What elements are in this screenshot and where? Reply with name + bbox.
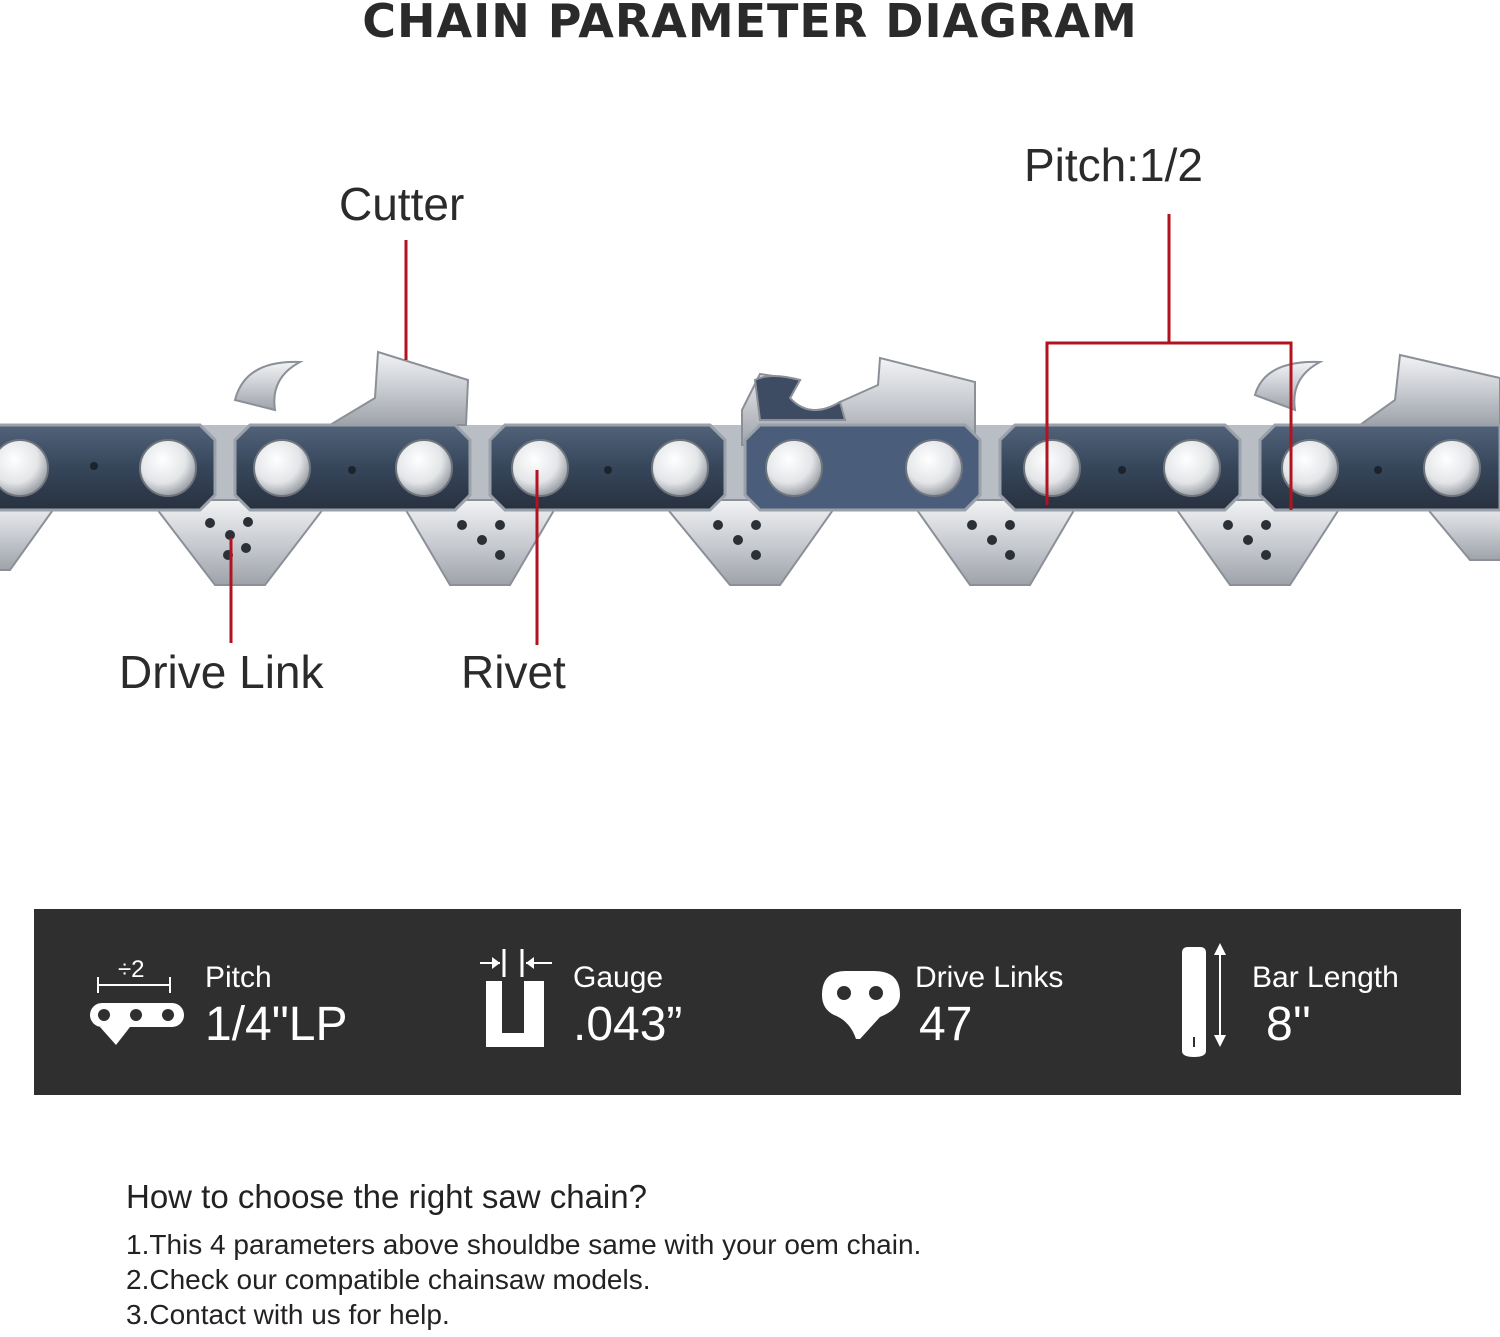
spec-gauge: Gauge .043” [474,909,804,1095]
spec-bar-length-value: 8'' [1266,998,1312,1051]
guide-question: How to choose the right saw chain? [126,1178,647,1215]
spec-pitch-name: Pitch [205,961,272,994]
spec-drive-links-name: Drive Links [915,961,1064,994]
spec-band: ÷2 Pitch 1/4"LP Gauge .043” [34,909,1461,1095]
label-cutter: Cutter [339,178,465,230]
guide-item: 2.Check our compatible chainsaw models. [126,1264,651,1295]
rivets [0,439,1481,497]
spec-pitch: ÷2 Pitch 1/4"LP [84,909,414,1095]
chain-diagram [0,214,1500,645]
plate-holes [90,462,1382,474]
guide-item: 3.Contact with us for help. [126,1299,450,1330]
label-pitch: Pitch:1/2 [1024,139,1203,191]
bar-length-icon [1182,943,1226,1057]
guide-item: 1.This 4 parameters above shouldbe same … [126,1229,922,1260]
spec-drive-links: Drive Links 47 [816,909,1146,1095]
drive-link-icon [822,971,900,1039]
pitch-icon-label: ÷2 [118,956,145,983]
label-rivet: Rivet [461,646,566,698]
page-title: CHAIN PARAMETER DIAGRAM [362,0,1138,48]
spec-gauge-name: Gauge [573,961,664,994]
spec-gauge-value: .043” [573,998,683,1051]
label-drive-link: Drive Link [119,646,324,698]
callout-lines [229,214,1293,645]
cutter-teeth [233,350,1500,446]
gauge-icon [480,949,552,1047]
spec-drive-links-value: 47 [919,998,973,1051]
pitch-icon: ÷2 [90,956,184,1045]
spec-pitch-value: 1/4"LP [205,998,348,1051]
drive-link-tangs [0,499,1500,586]
spec-bar-length: Bar Length 8'' [1174,909,1461,1095]
spec-bar-length-name: Bar Length [1252,961,1399,994]
